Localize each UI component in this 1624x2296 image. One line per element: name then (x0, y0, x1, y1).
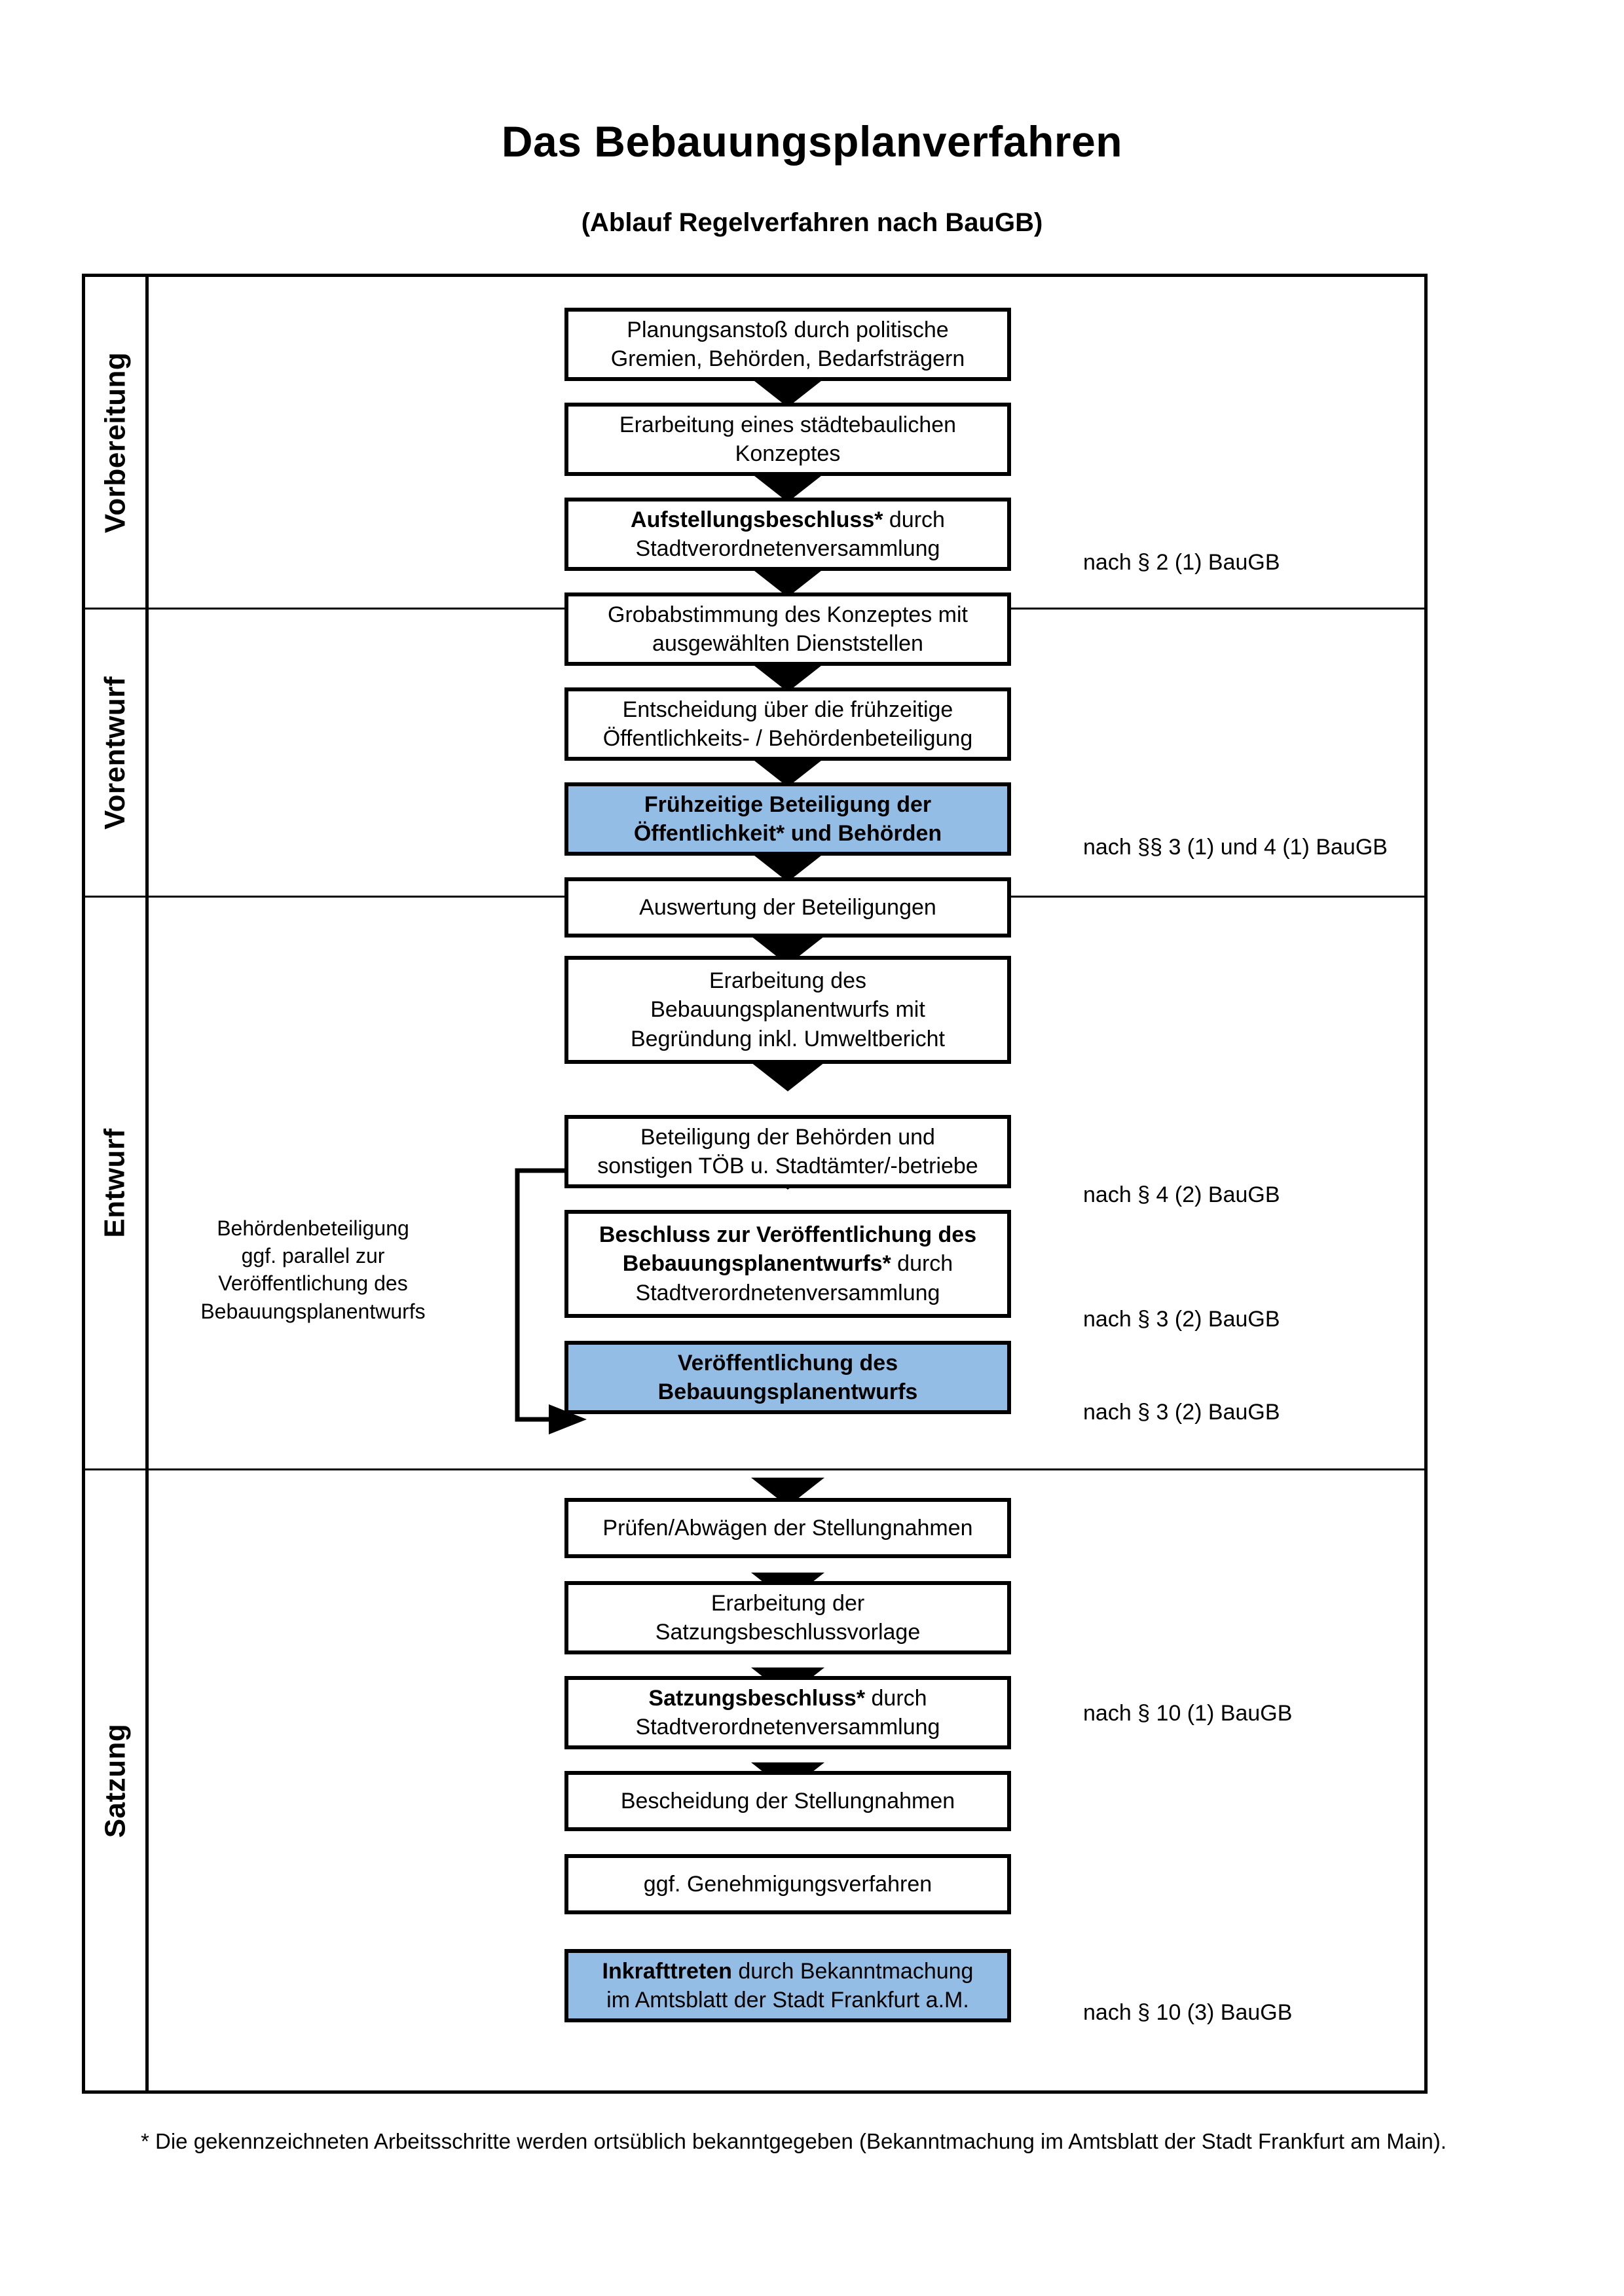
node-grobabstimmung[interactable]: Grobabstimmung des Konzeptes mit ausgewä… (564, 592, 1011, 666)
phase-label-vorentwurf: Vorentwurf (85, 610, 145, 896)
node-bold: Inkrafttreten (602, 1958, 732, 1984)
node-beteiligung-behoerden[interactable]: Beteiligung der Behörden und sonstigen T… (564, 1115, 1011, 1188)
phase-separator-3 (85, 1468, 1424, 1470)
arrow-down-3 (751, 568, 824, 597)
node-beschluss-veroeffentlichung[interactable]: Beschluss zur Veröffentlichung des Bebau… (564, 1210, 1011, 1318)
legal-ref-3-1: nach §§ 3 (1) und 4 (1) BauGB (1083, 835, 1388, 860)
node-auswertung-beteiligungen[interactable]: Auswertung der Beteiligungen (564, 877, 1011, 938)
node-aufstellungsbeschluss[interactable]: Aufstellungsbeschluss* durch Stadtverord… (564, 498, 1011, 571)
node-rest: durch (883, 507, 945, 532)
node-satzungsbeschluss[interactable]: Satzungsbeschluss* durch Stadtverordnete… (564, 1676, 1011, 1749)
node-line: Aufstellungsbeschluss* durch (631, 505, 945, 534)
node-line: Inkrafttreten durch Bekanntmachung (602, 1957, 974, 1986)
arrow-down-2 (751, 473, 824, 502)
page-title: Das Bebauungsplanverfahren (501, 117, 1123, 166)
node-line: Gremien, Behörden, Bedarfsträgern (610, 346, 965, 371)
node-staedtebauliches-konzept[interactable]: Erarbeitung eines städtebaulichen Konzep… (564, 403, 1011, 476)
legal-ref-10-1: nach § 10 (1) BauGB (1083, 1701, 1293, 1726)
side-note-line: Bebauungsplanentwurfs (200, 1299, 426, 1323)
node-rest: durch (865, 1685, 927, 1711)
node-satzungsbeschlussvorlage[interactable]: Erarbeitung der Satzungsbeschlussvorlage (564, 1581, 1011, 1654)
node-veroeffentlichung-entwurf[interactable]: Veröffentlichung des Bebauungsplanentwur… (564, 1341, 1011, 1414)
node-line: Stadtverordnetenversammlung (635, 1715, 940, 1740)
node-line: sonstigen TÖB u. Stadtämter/-betriebe (597, 1154, 978, 1178)
node-bold: Aufstellungsbeschluss* (631, 507, 883, 532)
arrow-down-5 (751, 758, 824, 787)
legal-ref-3-2a: nach § 3 (2) BauGB (1083, 1307, 1280, 1332)
side-note-line: Behördenbeteiligung (217, 1216, 409, 1240)
side-note-line: ggf. parallel zur (241, 1244, 385, 1268)
side-note-behoerdenbeteiligung: Behördenbeteiligung ggf. parallel zur Ve… (162, 1214, 464, 1325)
side-note-line: Veröffentlichung des (218, 1271, 408, 1296)
phase-label-entwurf: Entwurf (85, 898, 145, 1468)
node-erarbeitung-bebauungsplanentwurf[interactable]: Erarbeitung des Bebauungsplanentwurfs mi… (564, 956, 1011, 1064)
legal-ref-4-2: nach § 4 (2) BauGB (1083, 1182, 1280, 1207)
footnote: * Die gekennzeichneten Arbeitsschritte w… (141, 2129, 1447, 2153)
node-line: Erarbeitung des (709, 968, 867, 994)
node-planungsanstoss[interactable]: Planungsanstoß durch politische Gremien,… (564, 308, 1011, 381)
node-line: Planungsanstoß durch politische (627, 317, 949, 342)
node-entscheidung-fruehzeitige[interactable]: Entscheidung über die frühzeitige Öffent… (564, 687, 1011, 761)
node-genehmigungsverfahren[interactable]: ggf. Genehmigungsverfahren (564, 1854, 1011, 1914)
node-line: Satzungsbeschlussvorlage (655, 1620, 921, 1645)
node-line: Bebauungsplanentwurfs* durch (599, 1249, 976, 1278)
node-pruefen-abwaegen[interactable]: Prüfen/Abwägen der Stellungnahmen (564, 1498, 1011, 1558)
arrow-down-1 (751, 378, 824, 407)
phase-label-text: Satzung (99, 1723, 132, 1838)
legal-ref-10-3: nach § 10 (3) BauGB (1083, 2000, 1293, 2025)
node-line: Beschluss zur Veröffentlichung des (599, 1220, 976, 1249)
node-bold: Satzungsbeschluss* (648, 1685, 866, 1711)
node-line: Erarbeitung der (710, 1590, 865, 1616)
node-line: Begründung inkl. Umweltbericht (630, 1026, 946, 1051)
node-line: Stadtverordnetenversammlung (635, 1280, 940, 1305)
legal-ref-3-2b: nach § 3 (2) BauGB (1083, 1400, 1280, 1425)
node-line: Grobabstimmung des Konzeptes mit (608, 602, 968, 627)
page-subtitle: (Ablauf Regelverfahren nach BauGB) (581, 208, 1043, 237)
node-line: Öffentlichkeit* und Behörden (633, 821, 942, 846)
node-fruehzeitige-beteiligung[interactable]: Frühzeitige Beteiligung der Öffentlichke… (564, 782, 1011, 856)
node-line: Bebauungsplanentwurfs (657, 1379, 918, 1404)
phase-label-text: Entwurf (99, 1128, 132, 1238)
node-line: Entscheidung über die frühzeitige (622, 697, 953, 722)
node-line: Veröffentlichung des (677, 1350, 898, 1376)
arrow-down-6 (751, 853, 824, 882)
node-line: Beteiligung der Behörden und (640, 1124, 935, 1150)
node-line: Öffentlichkeits- / Behördenbeteiligung (602, 726, 973, 751)
node-inkrafttreten[interactable]: Inkrafttreten durch Bekanntmachung im Am… (564, 1949, 1011, 2022)
node-bold: Bebauungsplanentwurfs* (622, 1251, 891, 1277)
phase-label-text: Vorentwurf (99, 676, 131, 829)
node-line: Satzungsbeschluss* durch (636, 1684, 940, 1713)
node-line: Konzeptes (735, 441, 841, 466)
node-line: Frühzeitige Beteiligung der (644, 792, 932, 817)
node-bold: Beschluss zur Veröffentlichung des (599, 1222, 977, 1248)
phase-label-vorbereitung: Vorbereitung (85, 277, 145, 608)
node-rest: durch (891, 1251, 953, 1277)
phase-label-text: Vorbereitung (99, 352, 131, 533)
node-line: ggf. Genehmigungsverfahren (643, 1871, 932, 1897)
arrow-down-4 (751, 663, 824, 692)
node-line: im Amtsblatt der Stadt Frankfurt a.M. (606, 1988, 969, 2013)
legal-ref-2-1: nach § 2 (1) BauGB (1083, 550, 1280, 575)
node-line: ausgewählten Dienststellen (652, 631, 923, 656)
node-line: Erarbeitung eines städtebaulichen (619, 412, 957, 437)
arrow-down-8 (751, 1063, 824, 1091)
phase-label-satzung: Satzung (85, 1470, 145, 2090)
node-line: Bescheidung der Stellungnahmen (620, 1788, 955, 1813)
node-line: Bebauungsplanentwurfs mit (650, 997, 925, 1023)
node-line: Stadtverordnetenversammlung (635, 536, 940, 561)
node-line: Prüfen/Abwägen der Stellungnahmen (602, 1515, 973, 1540)
node-line: Auswertung der Beteiligungen (639, 894, 936, 920)
phase-column-divider (145, 274, 149, 2094)
node-bescheidung-stellungnahmen[interactable]: Bescheidung der Stellungnahmen (564, 1771, 1011, 1831)
node-rest: durch Bekanntmachung (731, 1958, 974, 1984)
